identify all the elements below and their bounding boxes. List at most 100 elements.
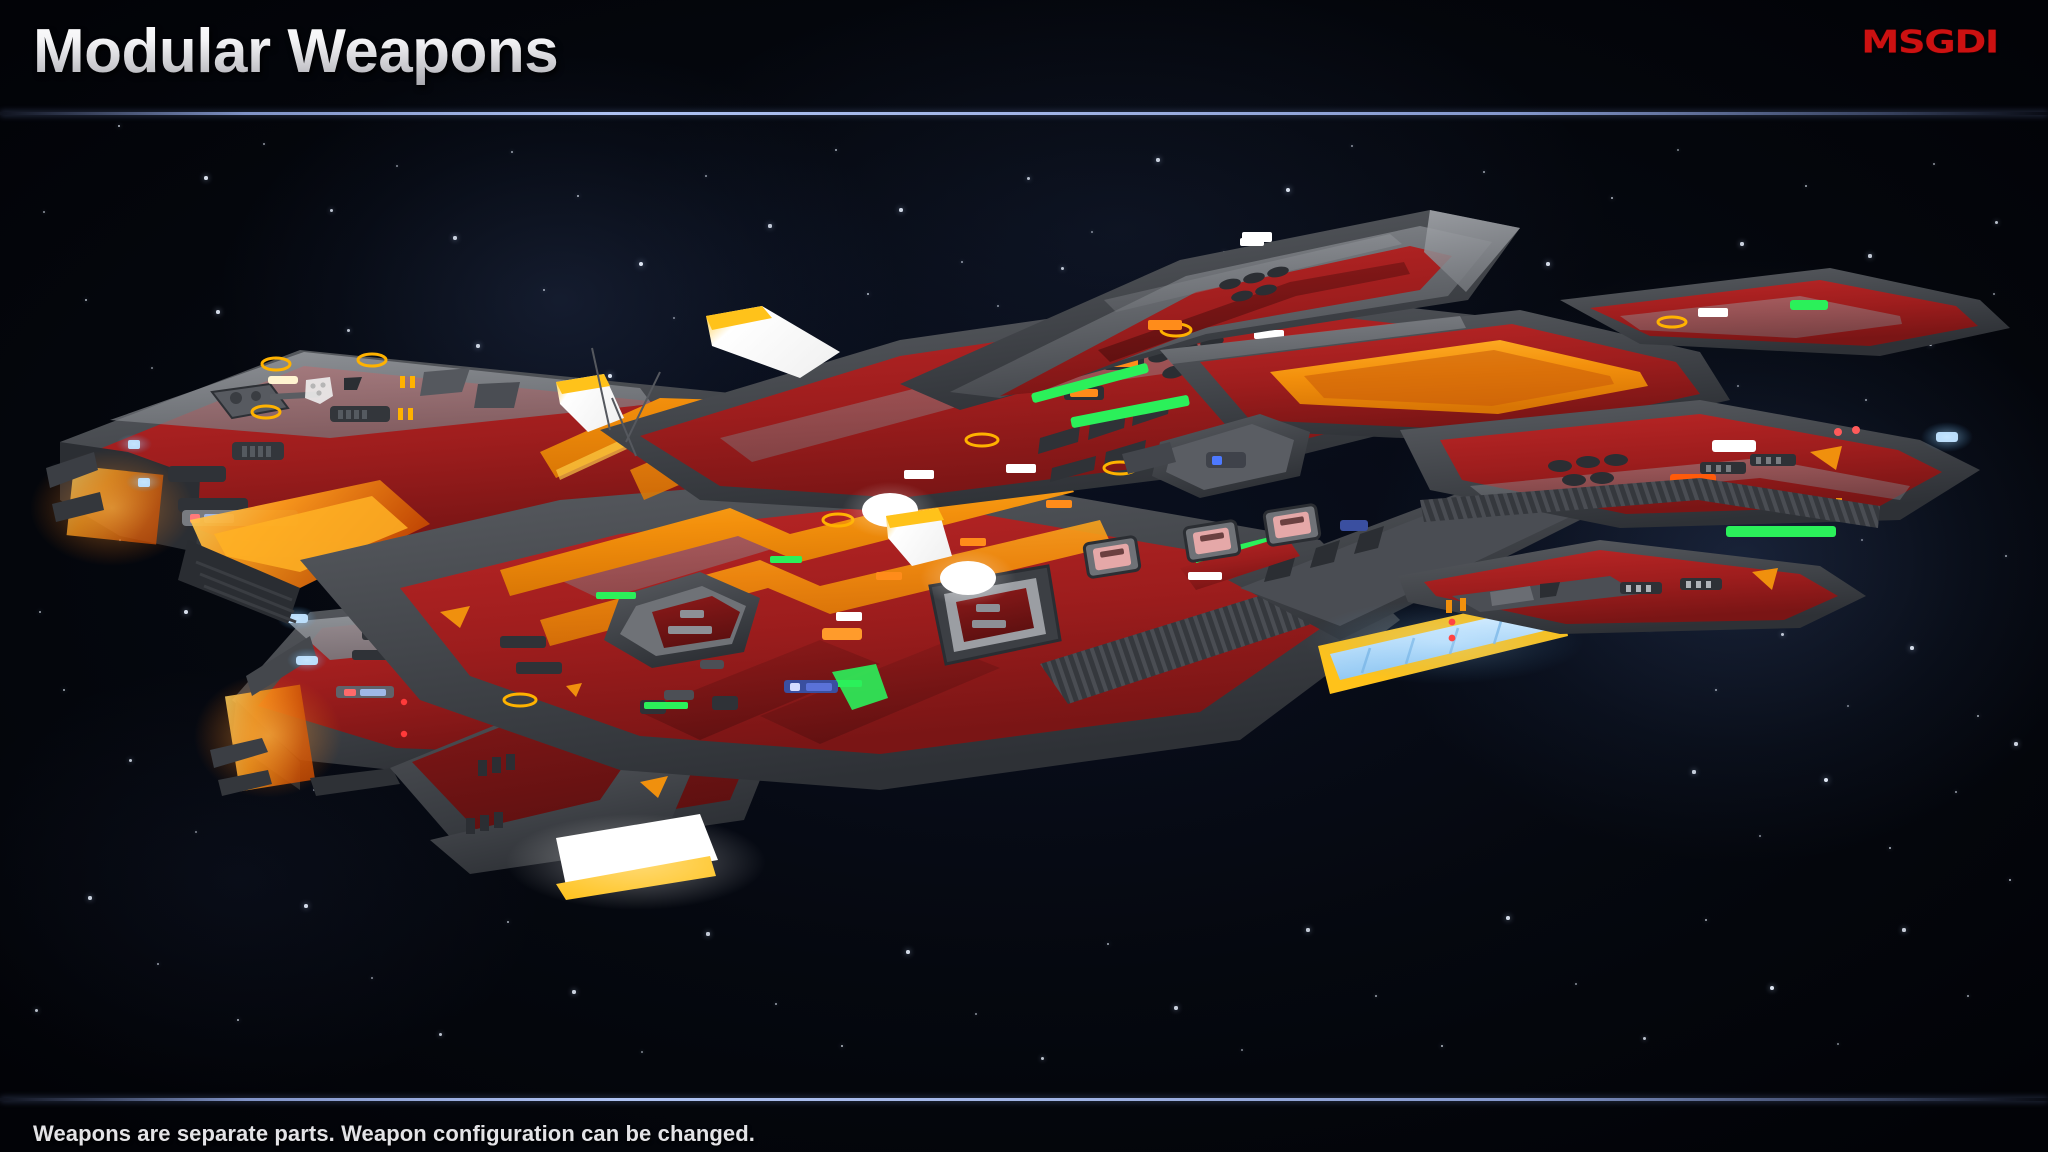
star (1374, 994, 1378, 998)
star (1976, 714, 1980, 718)
star (673, 317, 675, 319)
star (34, 1008, 38, 1012)
header-divider (0, 112, 2048, 115)
star (262, 142, 266, 146)
star (117, 124, 121, 128)
star (1482, 170, 1486, 174)
brand-logo: MSGDI (1861, 24, 1999, 61)
star (1642, 1036, 1646, 1040)
star (704, 174, 708, 178)
star (1692, 770, 1696, 774)
antennae (591, 347, 661, 457)
star (204, 176, 208, 180)
weapon-module-rank (1082, 503, 1368, 579)
star (506, 920, 510, 924)
star (42, 210, 46, 214)
star (1714, 688, 1718, 692)
star (1758, 834, 1762, 838)
star (38, 610, 42, 614)
star (453, 236, 457, 240)
star (706, 932, 710, 936)
star (510, 150, 514, 154)
star (1241, 1049, 1243, 1051)
star (128, 758, 132, 762)
star (2004, 554, 2008, 558)
star (906, 950, 910, 954)
star (960, 260, 964, 264)
star (62, 688, 66, 692)
star (1610, 196, 1614, 200)
star (572, 990, 576, 994)
star (1932, 162, 1936, 166)
weapon-module (1082, 535, 1142, 579)
starboard-aft-hull (1400, 400, 1980, 537)
star (1868, 254, 1872, 258)
star (1506, 916, 1510, 920)
star (346, 328, 350, 332)
star (195, 831, 197, 833)
star (216, 310, 220, 314)
star (1306, 928, 1310, 932)
star (1992, 292, 1996, 296)
weapon-module (1262, 503, 1322, 547)
footer-caption: Weapons are separate parts. Weapon confi… (33, 1121, 755, 1146)
star (2014, 742, 2018, 746)
star (1864, 398, 1868, 402)
star (996, 304, 1000, 308)
star (1677, 149, 1679, 151)
star (396, 165, 398, 167)
star (768, 224, 772, 228)
star (370, 976, 374, 980)
star (1770, 986, 1774, 990)
star (1026, 176, 1030, 180)
dorsal-forward-wing (706, 210, 1520, 410)
weapon-module (1182, 519, 1242, 563)
footer-divider (0, 1098, 2048, 1101)
star (1994, 220, 1998, 224)
page-title: Modular Weapons (33, 17, 559, 86)
star (84, 298, 88, 302)
star (1740, 242, 1744, 246)
star (438, 1032, 442, 1036)
starboard-tail (1560, 268, 2010, 356)
star (974, 1012, 978, 1016)
star (1286, 188, 1290, 192)
star (304, 904, 308, 908)
star (476, 344, 480, 348)
star (1902, 928, 1906, 932)
star (1574, 982, 1578, 986)
star (866, 292, 870, 296)
star (236, 1018, 240, 1022)
star (156, 962, 160, 966)
star (639, 262, 643, 266)
star (1704, 918, 1708, 922)
dorsal-accent-lights (876, 238, 1264, 580)
star (1954, 790, 1958, 794)
star (1156, 158, 1160, 162)
star (1824, 778, 1828, 782)
star (1888, 846, 1892, 850)
star (1091, 231, 1093, 233)
starboard-upper-wing (1160, 310, 1730, 444)
star (184, 610, 188, 614)
star (542, 288, 546, 292)
star (1440, 1044, 1444, 1048)
star (1780, 632, 1784, 636)
starboard-lower-pylon (1398, 540, 1866, 642)
star (840, 1044, 844, 1048)
star (1910, 646, 1914, 650)
star (1174, 1006, 1178, 1010)
star (88, 896, 92, 900)
star (834, 148, 838, 152)
header-banner: Modular Weapons MSGDI (0, 0, 2048, 113)
star (608, 374, 612, 378)
star (1106, 942, 1110, 946)
star (641, 1051, 643, 1053)
star (1060, 266, 1064, 270)
star (774, 1002, 778, 1006)
star (2008, 878, 2012, 882)
star (1804, 184, 1808, 188)
wing-fins (556, 374, 952, 710)
